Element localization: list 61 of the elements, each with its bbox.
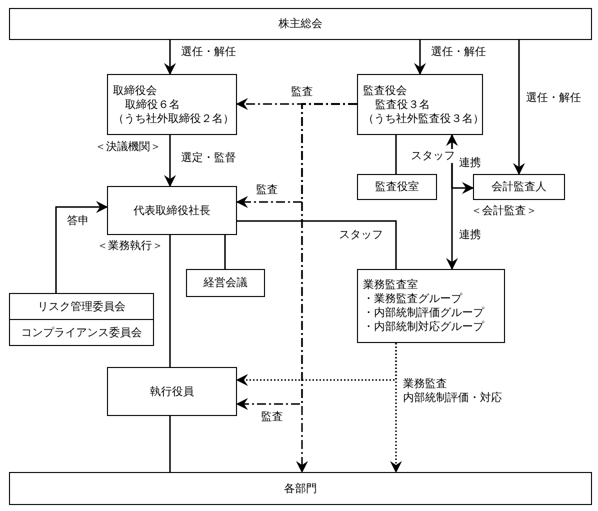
org-box — [107, 186, 237, 235]
box-text: 執行役員 — [150, 384, 194, 398]
edge-label: スタッフ — [338, 228, 384, 242]
arrow — [390, 343, 402, 473]
box-text: （うち社外取締役２名） — [113, 112, 234, 126]
box-text: 取締役６名 — [124, 98, 180, 112]
box-text: 各部門 — [284, 482, 317, 496]
org-box — [9, 319, 154, 346]
box-heading: 取締役会 — [113, 84, 157, 98]
edge-label: 選任・解任 — [180, 45, 237, 59]
arrow — [164, 135, 176, 187]
box-text: ・内部統制対応グループ — [363, 320, 484, 334]
box-text: 代表取締役社長 — [134, 204, 210, 218]
org-box — [473, 174, 565, 200]
arrow — [513, 40, 525, 175]
role-note: ＜決議機関＞ — [95, 140, 161, 154]
edge-label: 選任・解任 — [525, 91, 582, 105]
edge-label: 連携 — [458, 228, 482, 242]
box-heading: 監査役会 — [363, 84, 407, 98]
org-box — [357, 174, 437, 200]
box-text: 経営会議 — [204, 276, 248, 290]
role-note: ＜会計監査＞ — [471, 204, 537, 218]
arrow — [296, 103, 357, 473]
edge-label: 内部統制評価・対応 — [402, 391, 503, 405]
edge-label: 監査 — [290, 85, 314, 99]
box-text: リスク管理委員会 — [38, 300, 126, 314]
box-text: 会計監査人 — [492, 180, 546, 194]
arrow — [446, 134, 458, 270]
org-box — [186, 269, 265, 297]
edge-label: スタッフ — [410, 149, 456, 163]
box-text: ・内部統制評価グループ — [363, 306, 484, 320]
edge-label: 監査 — [260, 410, 284, 424]
edge-label: 業務監査 — [402, 377, 448, 391]
connector-line — [395, 135, 397, 174]
connector-line — [237, 220, 397, 269]
box-text: ・業務監査グループ — [363, 292, 462, 306]
box-text: コンプライアンス委員会 — [21, 326, 142, 340]
arrow — [164, 40, 176, 75]
box-text: 株主総会 — [278, 17, 322, 31]
org-box — [107, 74, 237, 135]
org-box — [9, 472, 592, 505]
org-box — [357, 269, 505, 343]
box-text: 監査役３名 — [374, 98, 430, 112]
org-box — [9, 8, 592, 40]
connector-line — [169, 235, 171, 367]
edge-label: 答申 — [66, 214, 90, 228]
arrow — [414, 40, 426, 75]
box-text: 監査役室 — [375, 180, 419, 194]
role-note: ＜業務執行＞ — [97, 239, 163, 253]
box-text: （うち社外監査役３名） — [363, 112, 484, 126]
org-box — [357, 74, 483, 135]
org-box — [9, 293, 154, 321]
box-heading: 業務監査室 — [363, 278, 418, 292]
org-box — [107, 367, 237, 416]
connector-line — [169, 416, 171, 472]
edge-label: 選定・監督 — [180, 151, 237, 165]
edge-label: 監査 — [255, 183, 279, 197]
arrow — [55, 201, 108, 293]
connector-line — [224, 235, 226, 269]
edge-label: 連携 — [458, 156, 482, 170]
edge-label: 選任・解任 — [430, 45, 487, 59]
